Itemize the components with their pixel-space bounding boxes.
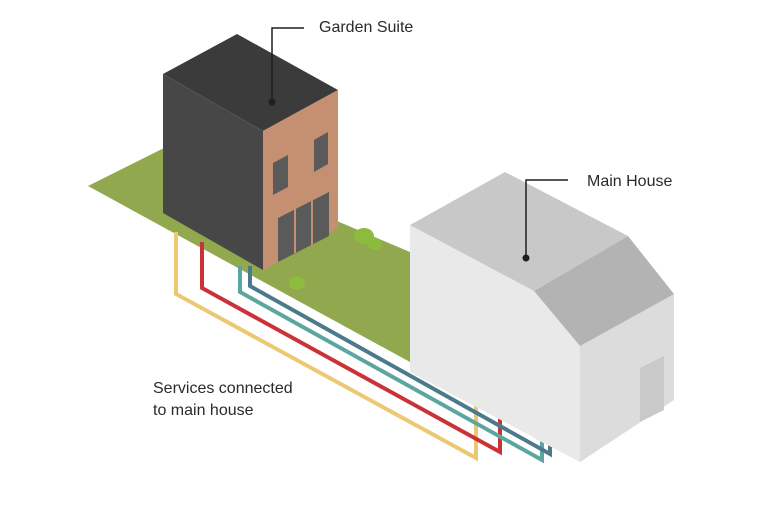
service-pipes <box>174 232 552 464</box>
main-house-leader-dot <box>522 254 530 262</box>
main-house-label: Main House <box>587 173 672 190</box>
main-house-building <box>410 172 674 462</box>
garden-suite-window-right <box>314 132 328 172</box>
garden-suite-window-left <box>273 155 288 195</box>
garden-suite-label: Garden Suite <box>319 19 413 36</box>
main-house-roof-right <box>534 236 674 346</box>
services-label-line1: Services connected <box>153 380 293 397</box>
garden-suite-building <box>163 34 338 270</box>
bush <box>368 238 382 250</box>
bushes <box>289 228 382 290</box>
main-house-front-wall-lower <box>534 291 580 462</box>
pipe-yellow <box>174 232 478 462</box>
main-house-leader <box>525 179 568 258</box>
bush <box>289 276 305 290</box>
garden-suite-dark-wall <box>163 74 263 270</box>
leader-lines <box>268 27 568 262</box>
garden-suite-leader <box>271 27 304 102</box>
garden-suite-leader-dot <box>268 98 276 106</box>
garden-suite-patio-door <box>278 192 329 262</box>
main-house-door <box>640 356 664 422</box>
bush <box>354 228 374 244</box>
services-label-line2: to main house <box>153 402 254 419</box>
garden-suite-roof <box>163 34 338 131</box>
main-house-roof-left <box>410 172 628 291</box>
